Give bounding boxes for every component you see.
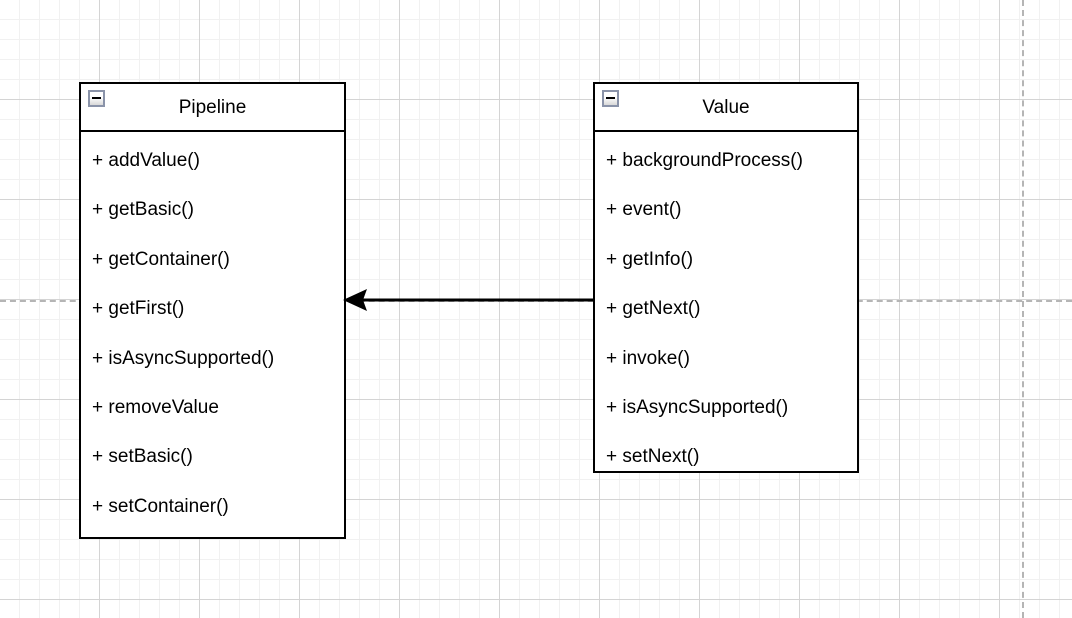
uml-member: + removeValue — [92, 396, 219, 418]
uml-member: + backgroundProcess() — [606, 150, 803, 171]
collapse-minus-icon[interactable] — [602, 90, 619, 107]
collapse-minus-icon[interactable] — [88, 90, 105, 107]
uml-member: + setContainer() — [92, 495, 229, 517]
uml-class-title-value: Value — [702, 97, 750, 118]
uml-member: + getNext() — [606, 298, 701, 320]
uml-member-list-value: + backgroundProcess() + event() + getInfo(… — [595, 132, 857, 482]
uml-member: + getBasic() — [92, 199, 194, 221]
uml-class-value[interactable]: Value + backgroundProcess() + event() + ge… — [593, 82, 859, 473]
uml-member-list-pipeline: + addValue() + getBasic() + getContainer()… — [81, 132, 344, 531]
uml-member: + getContainer() — [92, 248, 230, 270]
uml-member: + addValue() — [92, 150, 200, 171]
uml-member: + event() — [606, 199, 682, 221]
uml-member: + getInfo() — [606, 248, 694, 270]
uml-class-pipeline[interactable]: Pipeline + addValue() + getBasic() + getCo… — [79, 82, 346, 539]
guide-line-vertical — [1022, 0, 1024, 618]
uml-class-header-value: Value — [595, 84, 857, 132]
uml-member: + isAsyncSupported() — [606, 396, 789, 418]
uml-class-title-pipeline: Pipeline — [178, 97, 247, 118]
uml-member: + invoke() — [606, 347, 690, 369]
uml-member: + getFirst() — [92, 298, 185, 320]
uml-member: + setBasic() — [92, 446, 193, 468]
uml-member: + setNext() — [606, 446, 700, 468]
uml-member: + isAsyncSupported() — [92, 347, 275, 369]
uml-class-header-pipeline: Pipeline — [81, 84, 344, 132]
